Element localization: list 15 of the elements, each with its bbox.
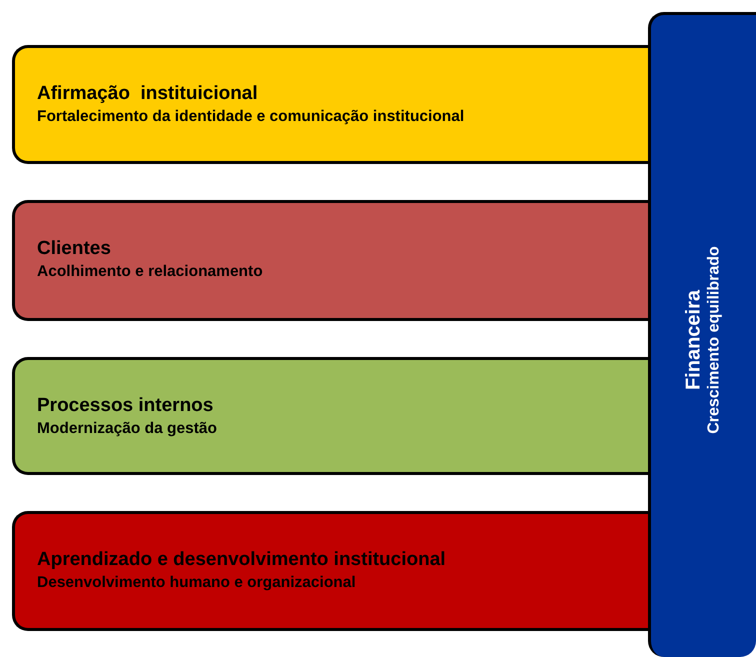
perspective-box [12,357,648,475]
box-heading: Aprendizado e desenvolvimento institucional [37,549,446,571]
box-description: Modernização da gestão [37,420,218,438]
box-heading: Processos internos [37,395,214,417]
perspective-box [12,511,648,631]
box-description: Desenvolvimento humano e organizacional [37,574,356,592]
panel-title: Financeira [682,290,706,390]
box-heading: Clientes [37,238,111,260]
perspective-box [12,200,648,321]
vertical-panel [648,12,756,657]
perspective-box [12,45,648,164]
panel-subtitle: Crescimento equilibrado [706,246,724,434]
box-description: Fortalecimento da identidade e comunicação institucional [37,108,464,126]
box-description: Acolhimento e relacionamento [37,263,263,281]
box-heading: Afirmação instituicional [37,83,258,105]
